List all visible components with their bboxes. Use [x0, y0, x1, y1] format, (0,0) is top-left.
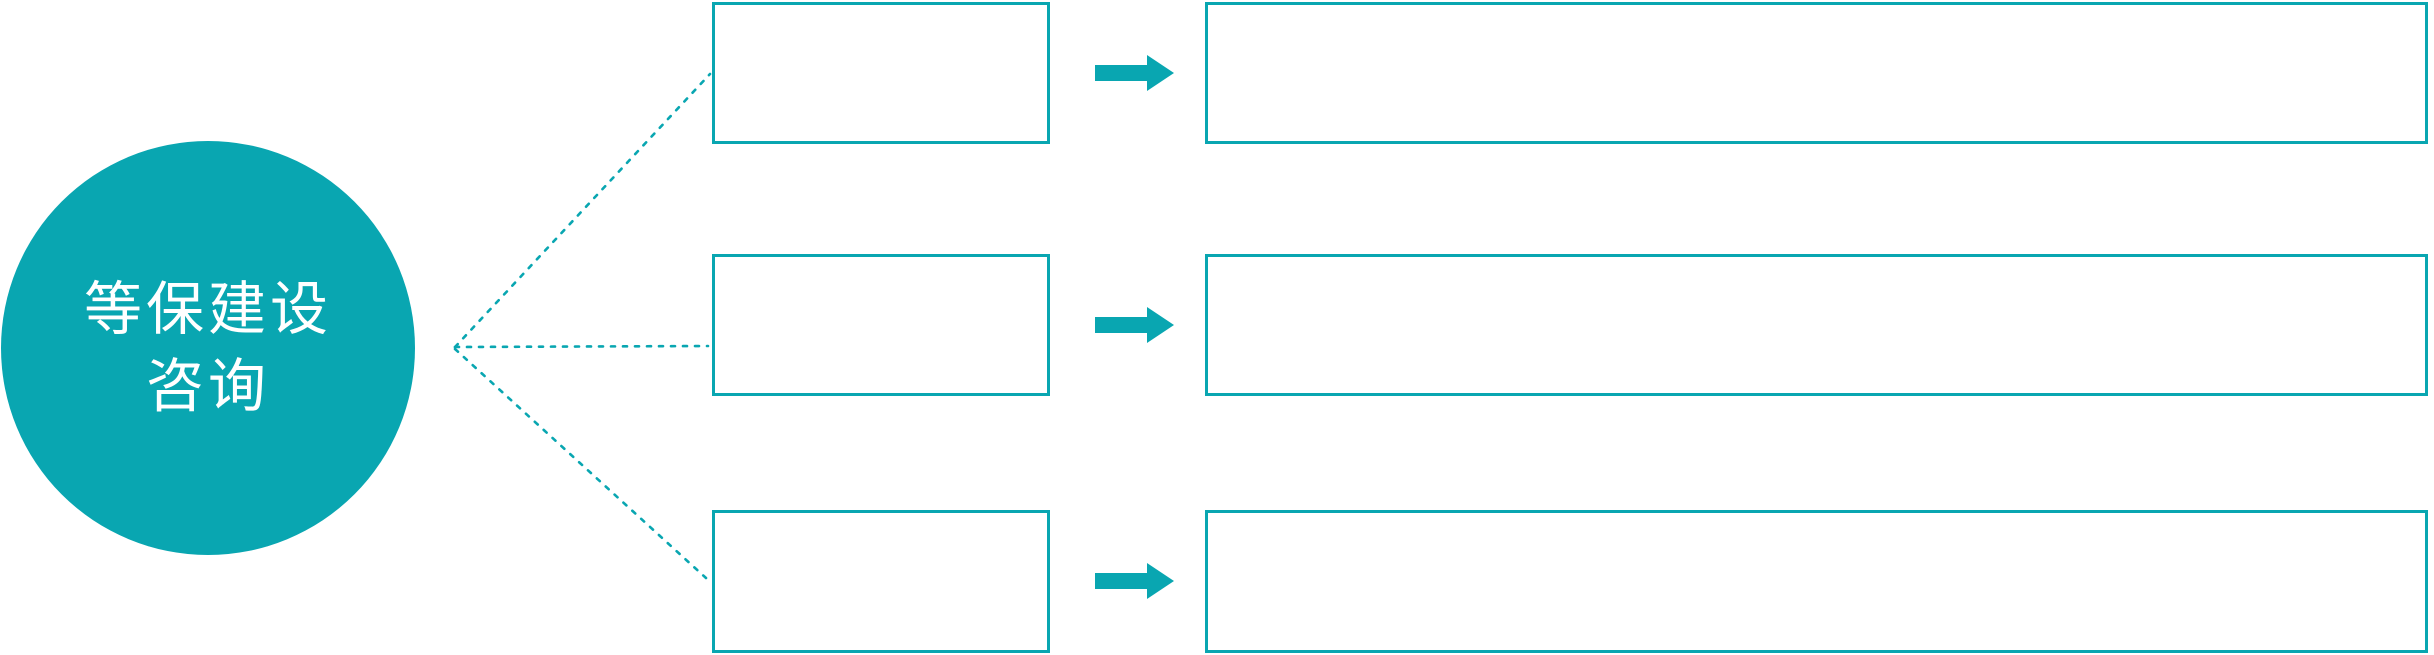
description-box-3 — [1205, 510, 2428, 653]
category-box-2 — [712, 254, 1050, 396]
category-box-3 — [712, 510, 1050, 653]
right-arrow-icon — [1095, 563, 1174, 599]
description-box-1 — [1205, 2, 2428, 144]
right-arrow-icon — [1095, 55, 1174, 91]
topic-circle-label-line2: 咨询 — [145, 354, 270, 419]
topic-circle-label-line1: 等保建设 — [83, 277, 332, 342]
category-box-1 — [712, 2, 1050, 144]
connector-line-top — [453, 72, 712, 349]
connector-line-middle — [453, 344, 710, 349]
right-arrow-icon — [1095, 307, 1174, 343]
description-box-2 — [1205, 254, 2428, 396]
topic-circle: 等保建设 咨询 — [1, 141, 415, 555]
connector-line-bottom — [453, 347, 708, 580]
